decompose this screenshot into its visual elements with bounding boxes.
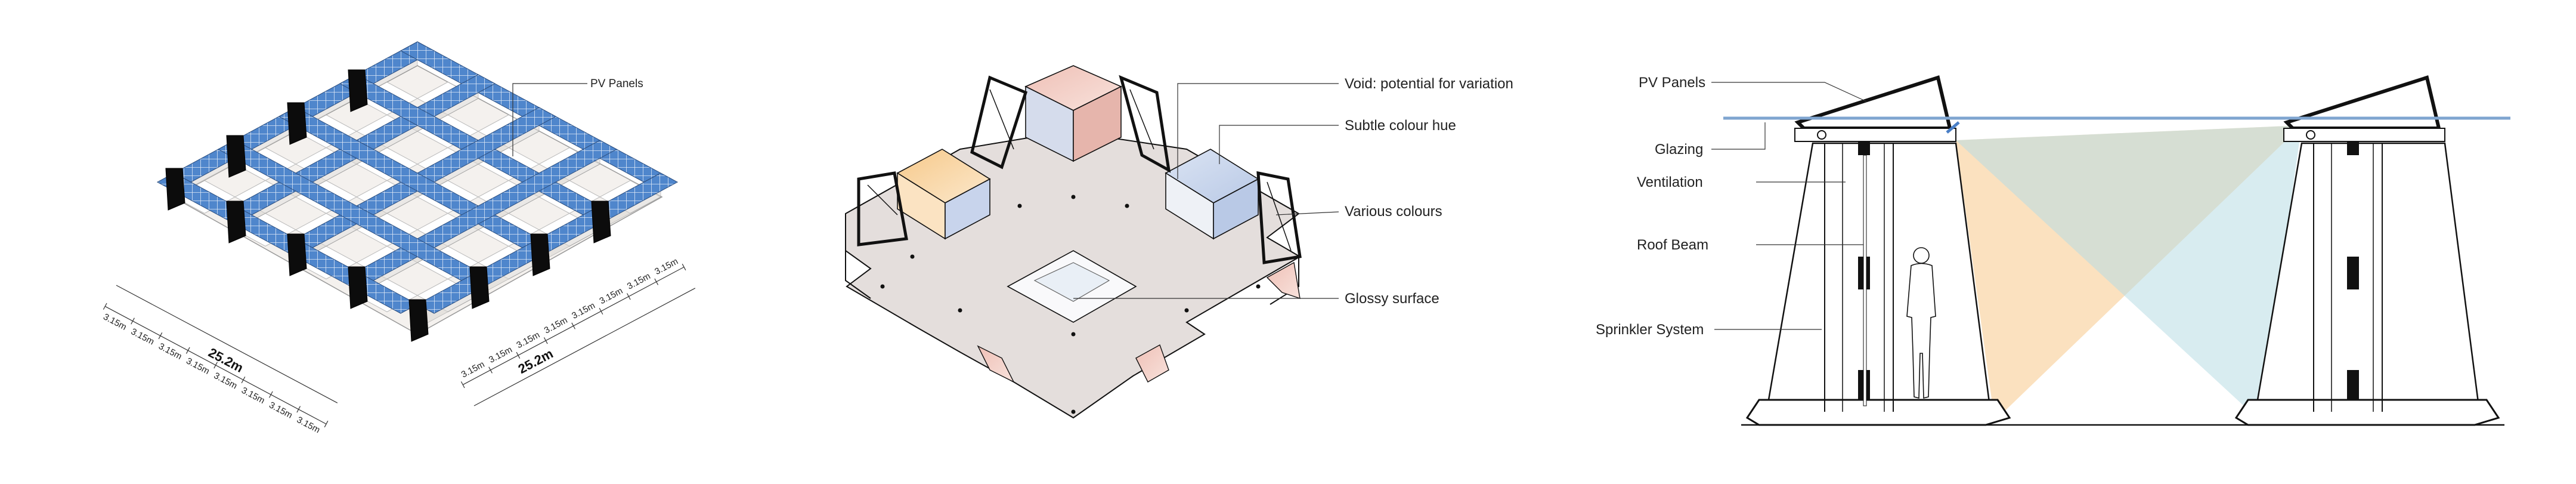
anchor-dot xyxy=(1256,284,1261,289)
dim-module-right: 3.15m xyxy=(460,359,487,380)
hue-label: Subtle colour hue xyxy=(1345,118,1456,134)
hue-leader xyxy=(1219,125,1339,164)
dim-module-left: 3.15m xyxy=(157,341,184,362)
middle-callouts: Void: potential for variation Subtle col… xyxy=(1073,76,1513,307)
pv-panels-leader-right xyxy=(1711,82,1867,102)
shading-fin xyxy=(408,299,429,342)
glossy-label: Glossy surface xyxy=(1345,291,1439,307)
right-pod xyxy=(2234,75,2500,426)
human-figure xyxy=(1906,247,1936,399)
pink-wedge-left xyxy=(977,345,1015,383)
dim-module-left: 3.15m xyxy=(212,371,239,391)
cross-module xyxy=(845,65,1302,419)
shading-fin xyxy=(530,233,550,276)
pink-wedge-right xyxy=(1135,344,1169,383)
dim-module-right: 3.15m xyxy=(653,256,680,277)
shading-fins xyxy=(165,69,611,342)
shading-fin xyxy=(287,233,307,276)
glazing-joint xyxy=(1946,121,1960,134)
left-pod xyxy=(1745,75,2011,426)
sprinkler-label: Sprinkler System xyxy=(1596,322,1704,338)
pv-panels-leader-left xyxy=(512,83,587,156)
dim-module-right: 3.15m xyxy=(487,344,514,365)
anchor-dot xyxy=(1071,332,1076,337)
void-leader xyxy=(1177,83,1339,179)
colours-leader xyxy=(1275,211,1339,215)
anchor-points xyxy=(880,195,1261,414)
section-drawing xyxy=(1723,75,2510,426)
glazing-leader xyxy=(1711,122,1766,150)
pv-panels-label-right: PV Panels xyxy=(1639,75,1705,91)
glossy-skylight-inner xyxy=(1033,262,1110,302)
cool-light-cone xyxy=(1956,125,2302,421)
dim-module-right: 3.15m xyxy=(543,315,569,336)
glazing-label: Glazing xyxy=(1655,141,1703,158)
dim-module-left: 3.15m xyxy=(129,326,156,347)
dim-module-left: 3.15m xyxy=(295,415,322,436)
ventilation-label: Ventilation xyxy=(1637,174,1703,190)
shading-fin xyxy=(591,201,611,243)
void-box-right-face xyxy=(1073,85,1122,162)
anchor-dot xyxy=(1184,308,1189,313)
roof-beam-label: Roof Beam xyxy=(1637,237,1708,253)
dim-module-right: 3.15m xyxy=(570,300,597,321)
dim-module-left: 3.15m xyxy=(267,400,294,421)
void-label: Void: potential for variation xyxy=(1345,76,1513,92)
dim-module-left: 3.15m xyxy=(184,356,211,377)
anchor-dot xyxy=(958,308,962,313)
colours-label: Various colours xyxy=(1345,204,1442,220)
dim-module-right: 3.15m xyxy=(597,286,624,307)
section-callouts: PV Panels Glazing Ventilation Roof Beam … xyxy=(1596,75,1867,338)
dim-module-left: 3.15m xyxy=(101,312,128,332)
shading-fin xyxy=(348,69,368,112)
isometric-roof-grid xyxy=(156,41,679,342)
anchor-dot xyxy=(1017,204,1022,208)
dim-module-left: 3.15m xyxy=(240,386,267,406)
shading-fin xyxy=(469,266,490,309)
shading-fin xyxy=(165,168,185,211)
shading-fin xyxy=(287,102,307,145)
dimension-line-left: 25.2m 3.15m3.15m3.15m3.15m3.15m3.15m3.15… xyxy=(101,285,338,436)
anchor-dot xyxy=(1071,409,1076,414)
shading-fin xyxy=(226,135,246,178)
shading-fin xyxy=(348,266,368,309)
anchor-dot xyxy=(910,254,915,259)
anchor-dot xyxy=(1125,204,1129,208)
anchor-dot xyxy=(880,284,885,289)
dim-module-right: 3.15m xyxy=(626,271,652,292)
dim-module-right: 3.15m xyxy=(515,330,541,351)
warm-box-side xyxy=(945,178,990,240)
pv-panels-label-left: PV Panels xyxy=(590,78,643,90)
cool-box-side xyxy=(1213,178,1259,240)
anchor-dot xyxy=(1071,195,1076,199)
dim-total-right: 25.2m xyxy=(516,346,556,377)
truss-frames xyxy=(857,75,1302,264)
shading-fin xyxy=(226,201,246,243)
